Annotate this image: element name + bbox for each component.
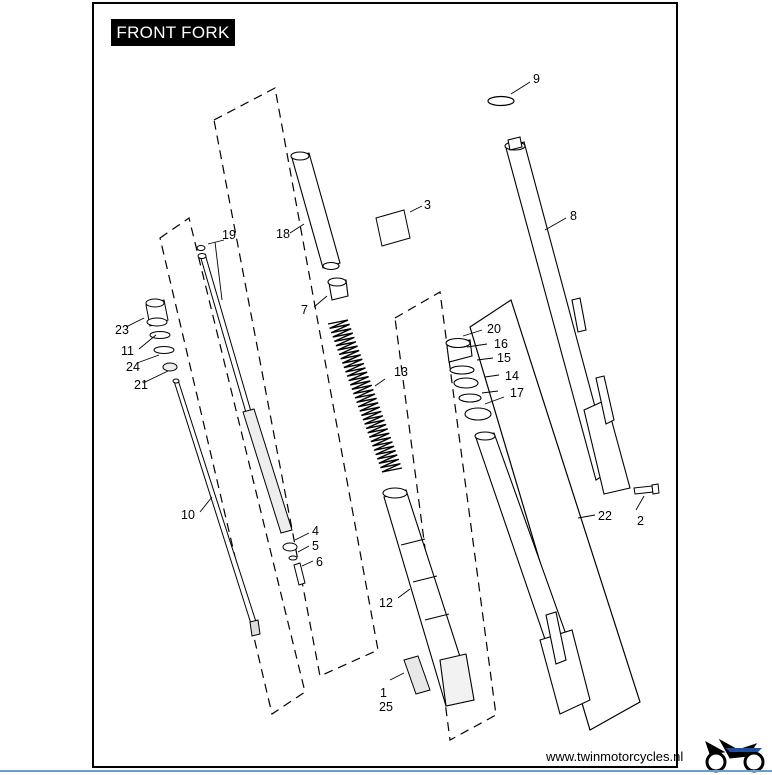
callout-21: 21 bbox=[134, 378, 148, 392]
callout-7: 7 bbox=[301, 303, 308, 317]
part-spring bbox=[327, 319, 403, 473]
callout-17: 17 bbox=[510, 386, 524, 400]
callout-16: 16 bbox=[494, 337, 508, 351]
group-outline-lower-leg bbox=[394, 291, 497, 741]
footer-rule bbox=[0, 770, 772, 772]
part-rod bbox=[172, 378, 261, 637]
callout-22: 22 bbox=[598, 509, 612, 523]
callout-20: 20 bbox=[487, 322, 501, 336]
callout-19: 19 bbox=[222, 228, 236, 242]
callout-14: 14 bbox=[505, 369, 519, 383]
callout-3: 3 bbox=[424, 198, 431, 212]
callout-5: 5 bbox=[312, 539, 319, 553]
part-top-cap-stack bbox=[145, 298, 178, 372]
callout-8: 8 bbox=[570, 209, 577, 223]
callout-9: 9 bbox=[533, 72, 540, 86]
group-outline-damper bbox=[213, 87, 379, 677]
part-damper-rod bbox=[196, 245, 293, 534]
part-seal-stack bbox=[445, 337, 492, 421]
group-outline-inner-rod bbox=[159, 217, 306, 715]
callout-10: 10 bbox=[181, 508, 195, 522]
callout-4: 4 bbox=[312, 524, 319, 538]
callout-18: 18 bbox=[276, 227, 290, 241]
part-cartridge-tube bbox=[290, 151, 341, 271]
part-fork-tube bbox=[382, 487, 475, 707]
callout-11: 11 bbox=[121, 344, 134, 358]
website-url[interactable]: www.twinmotorcycles.nl bbox=[546, 749, 684, 764]
callout-23: 23 bbox=[115, 323, 129, 337]
part-bushing bbox=[403, 655, 431, 695]
callout-6: 6 bbox=[316, 555, 323, 569]
part-screw bbox=[633, 483, 660, 495]
leader-lines bbox=[125, 81, 645, 681]
part-warning-label bbox=[375, 209, 411, 247]
part-bolt-washers bbox=[282, 542, 306, 586]
callout-25: 25 bbox=[379, 700, 393, 714]
part-outer-fork bbox=[504, 136, 631, 495]
part-circlip bbox=[487, 95, 515, 107]
part-nut bbox=[327, 277, 349, 301]
callout-labels: 1 2 3 4 5 6 7 8 9 10 11 12 13 14 15 16 1… bbox=[115, 72, 644, 714]
page-title: FRONT FORK bbox=[111, 19, 235, 46]
callout-2: 2 bbox=[637, 514, 644, 528]
winged-motorcycle-logo-icon bbox=[705, 738, 765, 773]
callout-1: 1 bbox=[380, 686, 387, 700]
callout-15: 15 bbox=[497, 351, 511, 365]
part-lower-slider bbox=[474, 431, 591, 715]
callout-24: 24 bbox=[126, 360, 140, 374]
callout-12: 12 bbox=[379, 596, 393, 610]
callout-13: 13 bbox=[394, 365, 408, 379]
